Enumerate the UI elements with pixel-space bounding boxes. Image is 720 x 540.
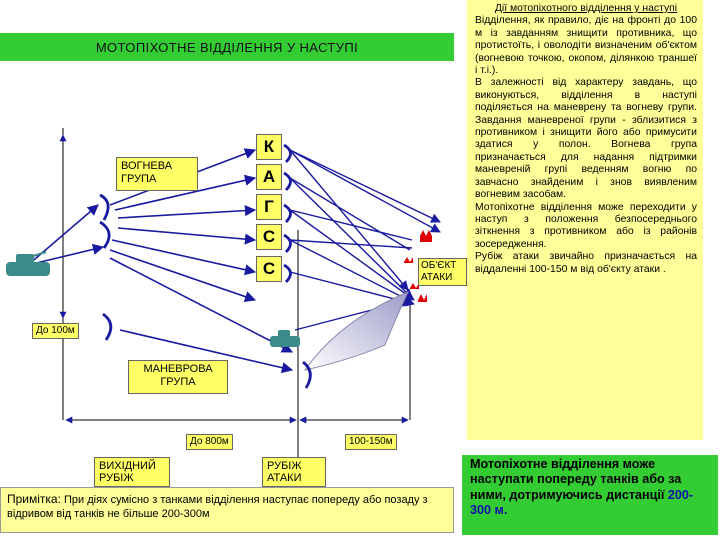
attack-line-label: РУБІЖ АТАКИ xyxy=(262,457,326,487)
summary-distance: 200-300 м xyxy=(470,487,694,518)
distance-800-label: До 800м xyxy=(186,434,233,450)
note-box: Примітка: При діях сумісно з танками від… xyxy=(0,487,454,533)
summary-period: . xyxy=(503,503,508,518)
explanation-paragraph: В залежності від характеру завдань, що в… xyxy=(475,77,697,201)
fire-lines xyxy=(289,149,441,331)
soldier-sniper-tag: С xyxy=(256,224,282,250)
maneuver-group-arrows xyxy=(119,329,294,374)
soldier-grenadier-tag: Г xyxy=(256,194,282,220)
start-line-label: ВИХІДНИЙ РУБІЖ xyxy=(94,457,170,487)
explanation-paragraph: Відділення, як правило, діє на фронті до… xyxy=(475,15,697,77)
soldier-sniper-tag-2: С xyxy=(256,256,282,282)
enemy-firing-point-icon xyxy=(404,230,432,302)
explanation-paragraph: Мотопіхотне відділення може переходити у… xyxy=(475,201,697,250)
maneuver-group-label: МАНЕВРОВА ГРУПА xyxy=(128,360,228,394)
soldier-rifleman-tag: А xyxy=(256,164,282,190)
infantry-fighting-vehicle-icon xyxy=(6,251,50,276)
fire-sector-fan xyxy=(303,291,409,371)
target-label: ОБ'ЄКТ АТАКИ xyxy=(418,258,467,286)
distance-100-150-label: 100-150м xyxy=(345,434,397,450)
soldier-commander-tag: К xyxy=(256,134,282,160)
summary-box: Мотопіхотне відділення може наступати по… xyxy=(462,455,718,535)
note-heading: Примітка: xyxy=(7,492,61,506)
fire-group-label: ВОГНЕВА ГРУПА xyxy=(116,157,198,191)
explanation-paragraph: Рубіж атаки звичайно призначається на ві… xyxy=(475,251,697,275)
explanation-panel: Дії мотопіхотного відділення у наступі В… xyxy=(467,0,703,440)
tactical-diagram xyxy=(6,128,441,466)
page-title: МОТОПІХОТНЕ ВІДДІЛЕННЯ У НАСТУПІ xyxy=(0,33,454,61)
note-text: При діях сумісно з танками відділення на… xyxy=(7,494,428,520)
infantry-fighting-vehicle-icon xyxy=(270,330,300,347)
distance-100-label: До 100м xyxy=(32,323,79,339)
explanation-heading: Дії мотопіхотного відділення у наступі xyxy=(494,3,678,14)
summary-text: Мотопіхотне відділення може наступати по… xyxy=(470,457,682,502)
soldier-position-arc-icon xyxy=(99,143,312,389)
